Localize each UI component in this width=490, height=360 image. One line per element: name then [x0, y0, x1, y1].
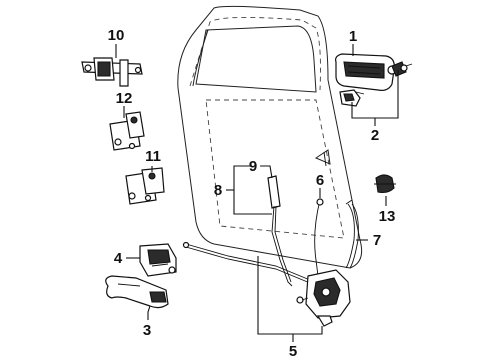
- lock-actuator: [139, 243, 177, 277]
- lock-rod: [314, 198, 324, 277]
- callout-12: 12: [116, 90, 133, 107]
- leader-lines: [115, 44, 399, 342]
- callout-8: 8: [214, 182, 222, 199]
- remote-rod: [345, 199, 359, 269]
- callout-13: 13: [379, 208, 396, 225]
- callout-3: 3: [143, 322, 151, 339]
- door-ajar-switch: [374, 174, 396, 194]
- upper-hinge: [109, 111, 145, 151]
- callout-6: 6: [316, 172, 324, 189]
- callout-labels: 1 2 3 4 5 6 7 8 9 10 11 12 13: [108, 27, 396, 360]
- outside-handle-assembly: [335, 53, 397, 91]
- door-latch-assembly: [182, 241, 351, 327]
- callout-4: 4: [114, 250, 123, 267]
- door-outline: [177, 5, 363, 269]
- lower-hinge: [125, 167, 165, 205]
- inside-handle-rod: [267, 175, 293, 287]
- callout-1: 1: [349, 28, 357, 45]
- lock-cylinder: [391, 61, 413, 77]
- callout-10: 10: [108, 27, 125, 44]
- callout-7: 7: [373, 232, 381, 249]
- callout-11: 11: [145, 148, 161, 165]
- callout-9: 9: [249, 158, 257, 175]
- door-check: [81, 57, 143, 87]
- callout-5: 5: [289, 343, 297, 360]
- cylinder-retainer: [339, 89, 365, 107]
- callout-2: 2: [371, 127, 379, 144]
- inside-handle: [105, 275, 169, 309]
